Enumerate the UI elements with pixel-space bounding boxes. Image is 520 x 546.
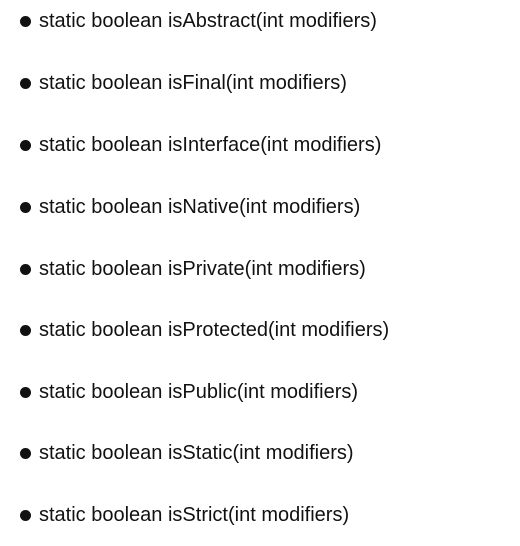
bullet-icon xyxy=(20,201,31,213)
method-signature: static boolean isProtected(int modifiers… xyxy=(39,319,390,341)
method-signature: static boolean isInterface(int modifiers… xyxy=(39,134,382,156)
bullet-icon xyxy=(20,77,31,89)
method-signature: static boolean isStrict(int modifiers) xyxy=(39,504,350,526)
list-item-isAbstract: static boolean isAbstract(int modifiers) xyxy=(20,6,377,36)
method-signature: static boolean isPublic(int modifiers) xyxy=(39,381,359,403)
list-item-isFinal: static boolean isFinal(int modifiers) xyxy=(20,68,347,98)
method-signature: static boolean isAbstract(int modifiers) xyxy=(39,10,377,32)
list-item-isStatic: static boolean isStatic(int modifiers) xyxy=(20,438,354,468)
method-signature: static boolean isStatic(int modifiers) xyxy=(39,442,354,464)
list-item-isInterface: static boolean isInterface(int modifiers… xyxy=(20,130,381,160)
list-item-isStrict: static boolean isStrict(int modifiers) xyxy=(20,500,349,530)
method-signature: static boolean isPrivate(int modifiers) xyxy=(39,258,366,280)
method-signature: static boolean isFinal(int modifiers) xyxy=(39,72,347,94)
bullet-icon xyxy=(20,324,31,336)
list-item-isPublic: static boolean isPublic(int modifiers) xyxy=(20,377,358,407)
bullet-icon xyxy=(20,263,31,275)
bullet-icon xyxy=(20,509,31,521)
list-item-isNative: static boolean isNative(int modifiers) xyxy=(20,192,360,222)
bullet-icon xyxy=(20,15,31,27)
list-item-isProtected: static boolean isProtected(int modifiers… xyxy=(20,315,389,345)
bullet-icon xyxy=(20,139,31,151)
bullet-icon xyxy=(20,386,31,398)
list-item-isPrivate: static boolean isPrivate(int modifiers) xyxy=(20,254,366,284)
method-signature: static boolean isNative(int modifiers) xyxy=(39,196,361,218)
bullet-icon xyxy=(20,447,31,459)
